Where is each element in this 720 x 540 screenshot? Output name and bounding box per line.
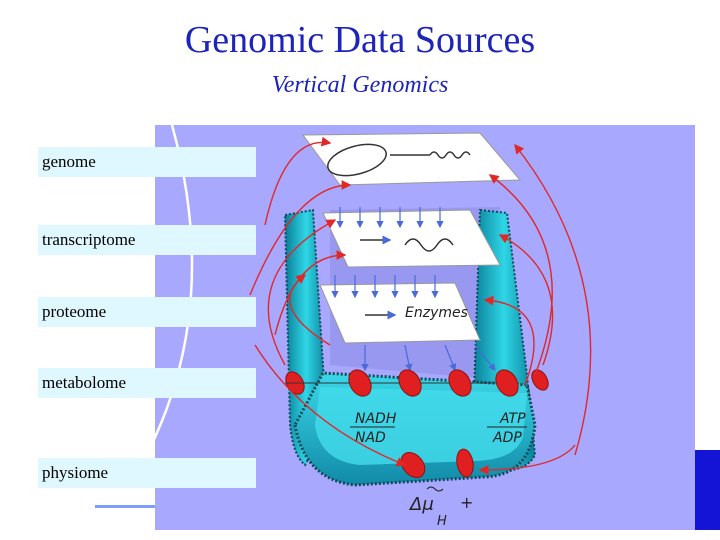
nad-label: NAD [355,430,386,446]
page-title: Genomic Data Sources [184,19,536,61]
feedback-arrows [249,136,592,475]
atp-label: ATP [499,411,526,427]
page-subtitle: Vertical Genomics [271,72,449,98]
nadh-label: NADH [355,411,397,427]
layer-label-metabolome: metabolome [38,368,256,398]
slide-corner-tab [695,450,720,530]
enzyme-blobs [285,369,549,479]
genome-plane [302,132,522,186]
adp-label: ADP [492,430,522,446]
h-subscript-label: H [437,514,447,529]
layer-label-physiome: physiome [38,458,256,488]
layer-label-transcriptome: transcriptome [38,225,256,255]
delta-mu-label: Δμ [408,494,434,515]
transcriptome-plane [322,207,501,268]
proteome-plane: Enzymes [319,275,496,372]
layer-label-genome: genome [38,147,256,177]
cell-diagram: Enzymes NADH NA [249,132,592,529]
enzymes-label: Enzymes [405,305,468,321]
layer-label-proteome: proteome [38,297,256,327]
decorative-dash [95,505,155,508]
plus-label: + [460,493,473,512]
